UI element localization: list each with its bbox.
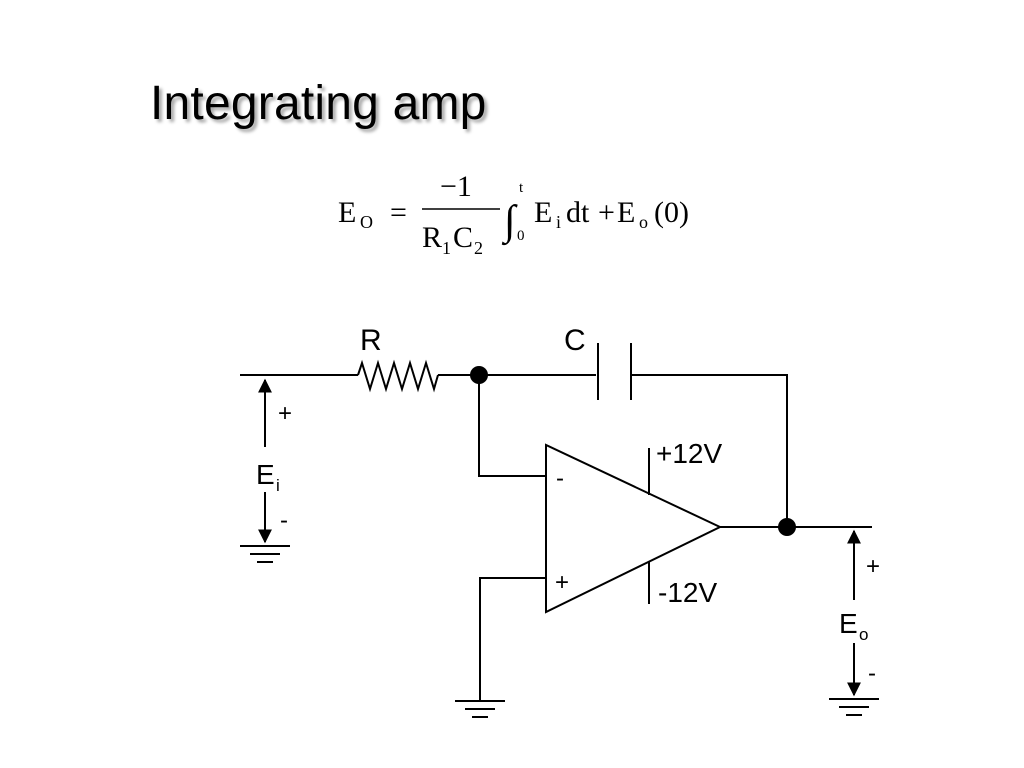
eq-den-r: R [422, 221, 442, 254]
op-amp-noninverting-sign: + [555, 569, 569, 596]
input-plus-sign: + [278, 400, 292, 427]
eq-term-sub: o [639, 212, 648, 232]
eq-plus: + [598, 196, 615, 229]
eq-term-arg: (0) [654, 196, 689, 229]
eq-lhs-sub: O [360, 212, 373, 232]
eq-integrand-sub: i [556, 212, 561, 232]
eq-equals: = [390, 196, 407, 229]
input-voltage-label: E [256, 459, 275, 490]
input-voltage-indicator: + - E i [256, 378, 292, 544]
eq-upper-limit: t [519, 180, 524, 196]
output-plus-sign: + [866, 553, 880, 580]
eq-term: E [617, 196, 635, 229]
input-minus-sign: - [280, 507, 288, 534]
eq-den-r-sub: 1 [442, 238, 451, 258]
output-voltage-sub: o [859, 625, 868, 644]
eq-den-c: C [453, 221, 473, 254]
slide-title: Integrating amp [150, 77, 487, 130]
op-amp-triangle [545, 443, 723, 614]
integrator-equation: E O = −1 R 1 C 2 ∫ t 0 E i dt + E o (0) [338, 170, 689, 258]
output-voltage-label: E [839, 608, 858, 639]
eq-integral-sign: ∫ [501, 198, 518, 246]
output-node [778, 518, 796, 536]
capacitor-label: C [564, 324, 586, 357]
feedback-wire [631, 374, 788, 527]
ground-symbol-output [829, 698, 879, 716]
eq-integrand: E [534, 196, 552, 229]
eq-numerator: −1 [440, 170, 472, 203]
eq-lower-limit: 0 [517, 228, 525, 244]
eq-lhs: E [338, 196, 356, 229]
resistor-label: R [360, 324, 382, 357]
inverting-input-wire [478, 375, 546, 477]
output-voltage-indicator: + - E o [839, 529, 880, 697]
input-network: R [240, 324, 596, 393]
op-amp: - + +12V -12V [478, 375, 723, 700]
feedback-network: C [564, 324, 788, 527]
noninverting-ground-wire [479, 577, 546, 700]
eq-dt: dt [566, 196, 590, 229]
resistor-symbol [357, 359, 439, 393]
eq-den-c-sub: 2 [474, 238, 483, 258]
op-amp-inverting-sign: - [556, 465, 564, 492]
negative-supply-label: -12V [658, 577, 717, 608]
input-voltage-sub: i [276, 476, 280, 495]
positive-supply-label: +12V [656, 438, 722, 469]
output-minus-sign: - [868, 660, 876, 687]
ground-symbol-input [240, 545, 290, 563]
ground-symbol-opamp [455, 700, 505, 718]
output-network [720, 518, 872, 536]
